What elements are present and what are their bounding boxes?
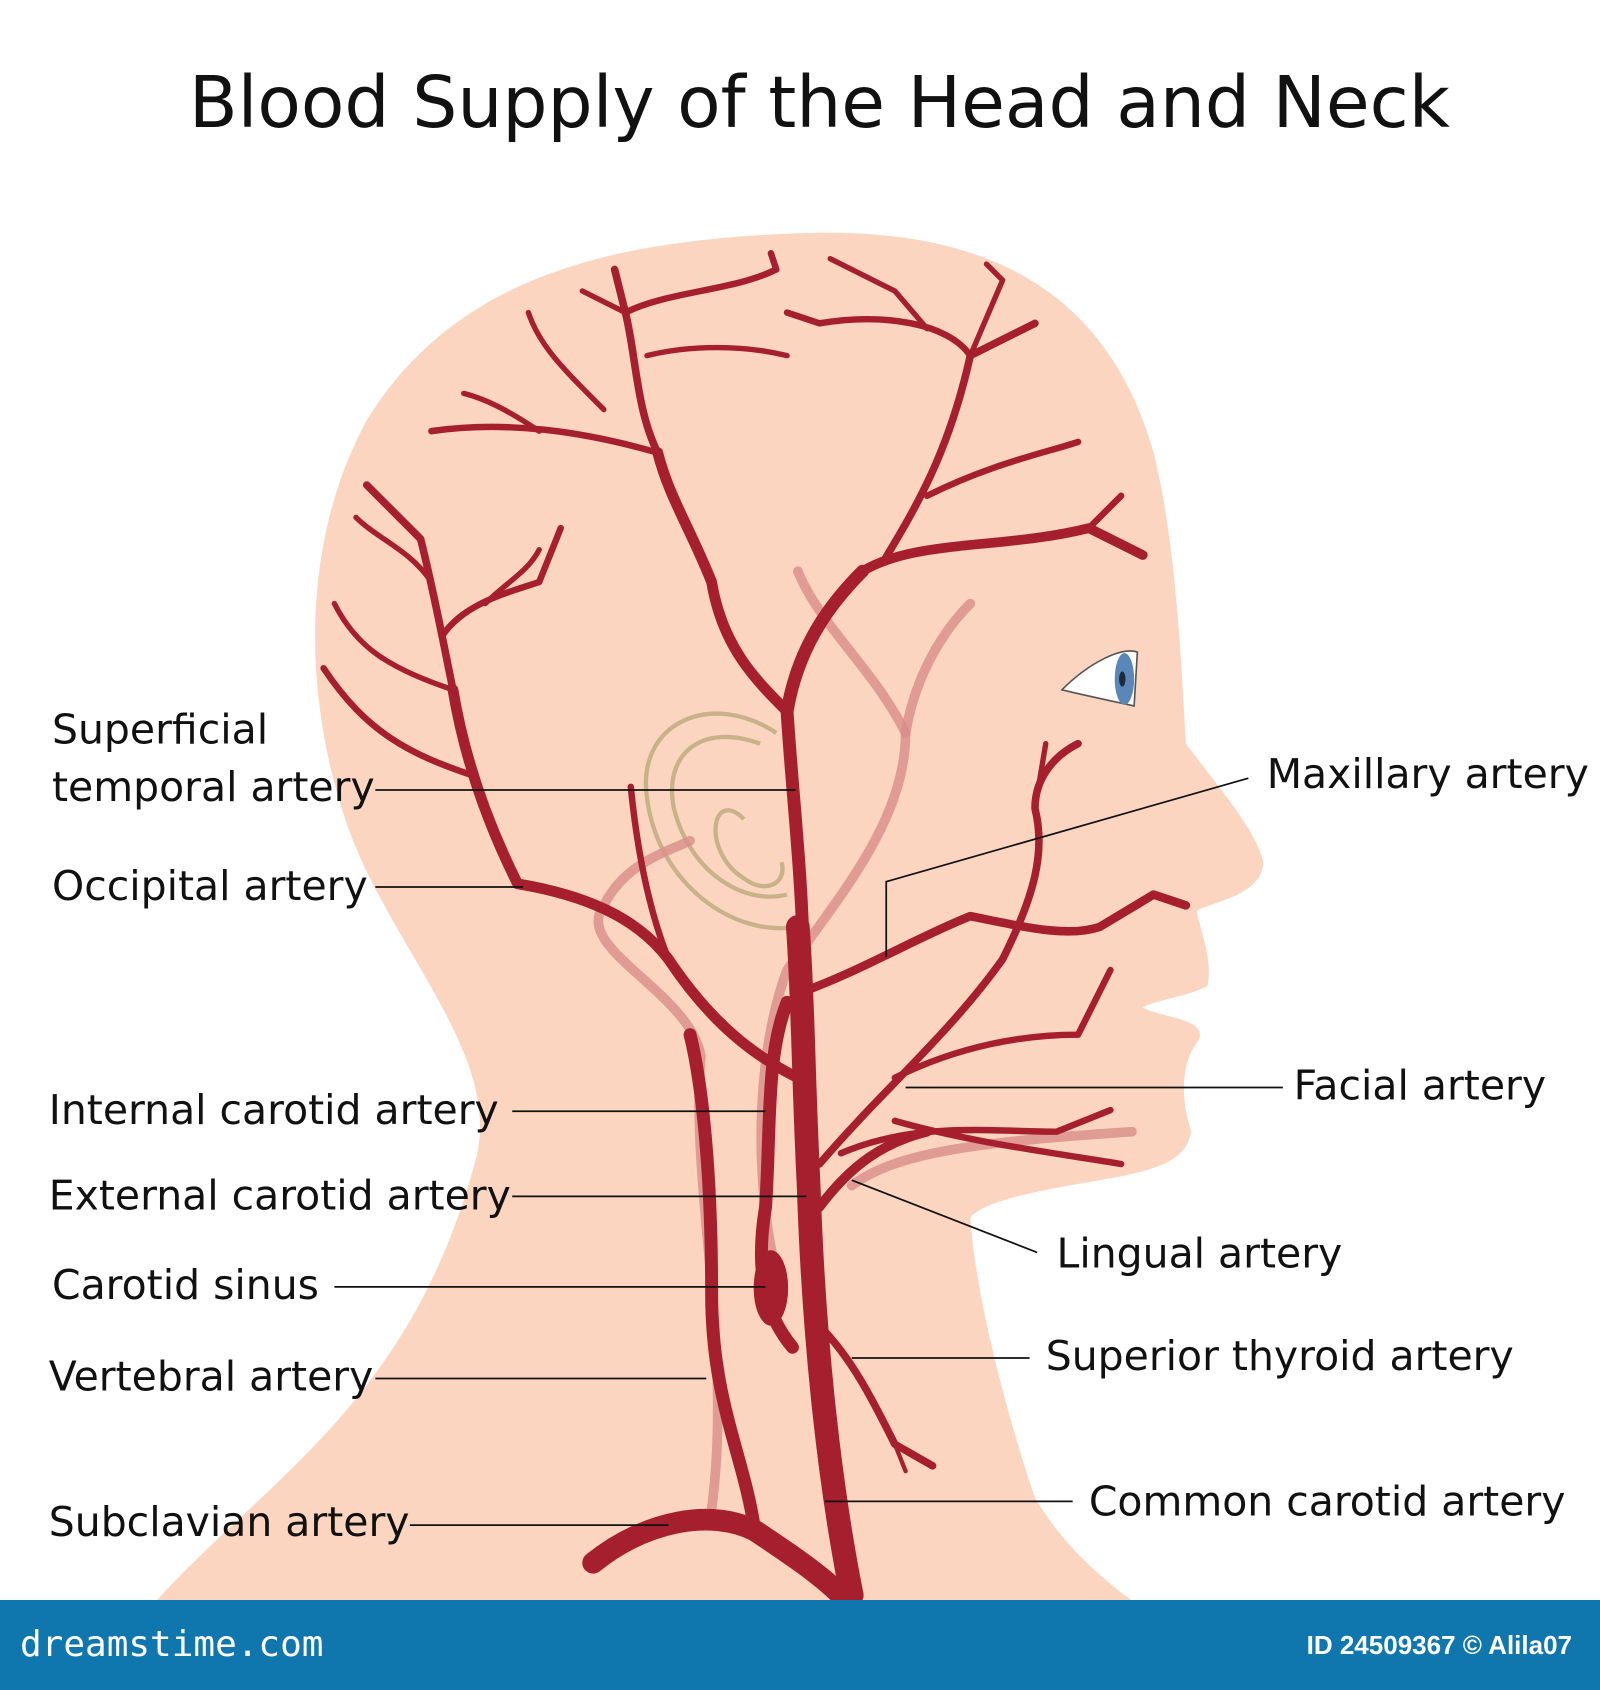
ear — [643, 711, 799, 931]
head-silhouette — [156, 232, 1264, 1601]
label-external-carotid: External carotid artery — [49, 1171, 511, 1219]
label-common-carotid: Common carotid artery — [1089, 1477, 1566, 1525]
eye — [1060, 650, 1139, 707]
label-superficial-temporal-1: Superficial — [52, 706, 268, 754]
footer-bar: dreamstime.com ID 24509367 © Alila07 — [0, 1600, 1600, 1690]
label-vertebral: Vertebral artery — [49, 1352, 374, 1400]
label-occipital: Occipital artery — [52, 862, 368, 910]
diagram-title: Blood Supply of the Head and Neck — [189, 61, 1450, 144]
label-superior-thyroid: Superior thyroid artery — [1046, 1332, 1514, 1380]
label-carotid-sinus: Carotid sinus — [52, 1261, 319, 1309]
leader-lines — [334, 777, 1283, 1526]
arteries — [320, 250, 1191, 1608]
label-superficial-temporal-2: temporal artery — [52, 763, 375, 811]
label-maxillary: Maxillary artery — [1267, 750, 1589, 798]
label-internal-carotid: Internal carotid artery — [49, 1086, 499, 1134]
brand-logo: dreamstime.com — [20, 1624, 324, 1665]
label-lingual: Lingual artery — [1057, 1230, 1343, 1278]
label-subclavian: Subclavian artery — [49, 1498, 410, 1546]
labels: Superficial temporal artery Occipital ar… — [49, 706, 1589, 1546]
label-facial: Facial artery — [1294, 1061, 1546, 1109]
image-credit: ID 24509367 © Alila07 — [1306, 1630, 1572, 1660]
